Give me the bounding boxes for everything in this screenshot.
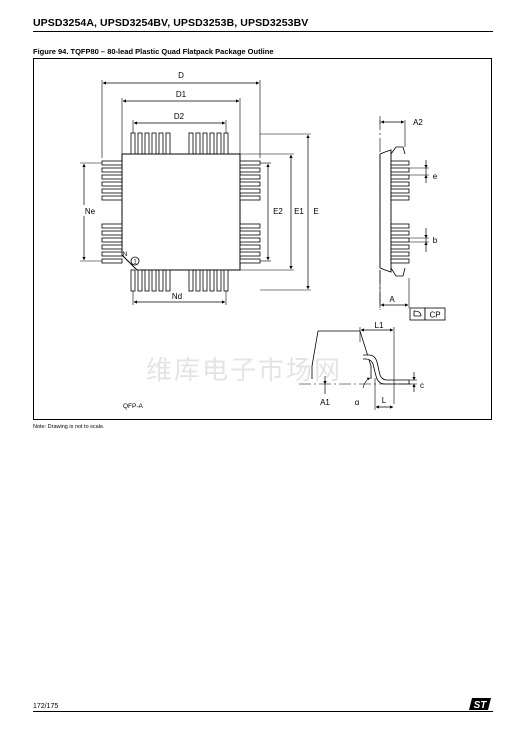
figure-note: Note: Drawing is not to scale. bbox=[33, 424, 105, 430]
dim-c-label: c bbox=[420, 381, 424, 390]
bottom-pins bbox=[130, 269, 229, 292]
lead-detail-body bbox=[311, 330, 372, 379]
pin1-marker bbox=[130, 256, 140, 266]
dim-L-label: L bbox=[382, 396, 387, 405]
dim-A2-label: A2 bbox=[413, 118, 423, 127]
left-pins bbox=[101, 160, 123, 264]
top-pins bbox=[130, 132, 229, 155]
dim-D1-label: D1 bbox=[176, 90, 187, 99]
right-pins bbox=[239, 160, 261, 264]
dim-D2-label: D2 bbox=[174, 112, 185, 121]
dim-E2-label: E2 bbox=[273, 207, 283, 216]
side-view-body bbox=[379, 149, 392, 273]
dim-A-label: A bbox=[389, 295, 395, 304]
cp-tolerance-frame: CP bbox=[409, 307, 446, 321]
dim-L1-label: L1 bbox=[375, 321, 384, 330]
pin1-label: 1 bbox=[133, 260, 137, 266]
figure-caption: Figure 94. TQFP80 – 80-lead Plastic Quad… bbox=[33, 47, 274, 56]
header-rule bbox=[33, 31, 493, 32]
document-header-title: UPSD3254A, UPSD3254BV, UPSD3253B, UPSD32… bbox=[33, 17, 309, 29]
dim-D-label: D bbox=[178, 71, 184, 80]
lead-detail-lead bbox=[363, 354, 410, 385]
dim-Ne-label: Ne bbox=[85, 207, 96, 216]
dim-E1-label: E1 bbox=[294, 207, 304, 216]
side-view-top-lead bbox=[390, 146, 406, 155]
watermark-text: 维库电子市场网 bbox=[146, 356, 343, 386]
dim-Nd-label: Nd bbox=[172, 292, 182, 301]
pin-n-label: N bbox=[123, 251, 128, 258]
dim-alpha-label: α bbox=[355, 398, 360, 407]
side-view-leads bbox=[390, 160, 410, 264]
drawing-code: QFP-A bbox=[123, 403, 144, 410]
dim-E-label: E bbox=[313, 207, 318, 216]
side-view-bottom-lead bbox=[390, 267, 406, 277]
footer-rule bbox=[33, 711, 493, 712]
st-logo: ST bbox=[469, 698, 491, 711]
package-outline-drawing: 1 N D D1 D2 Nd Ne E2 E1 E A2 bbox=[76, 71, 446, 410]
dim-A1-label: A1 bbox=[320, 398, 330, 407]
page-number: 172/175 bbox=[33, 703, 59, 710]
package-body bbox=[121, 153, 241, 271]
dim-b-label: b bbox=[433, 236, 438, 245]
figure-frame bbox=[33, 58, 492, 420]
cp-label: CP bbox=[429, 311, 440, 320]
dim-e-label: e bbox=[433, 172, 438, 181]
svg-text:ST: ST bbox=[474, 700, 488, 711]
